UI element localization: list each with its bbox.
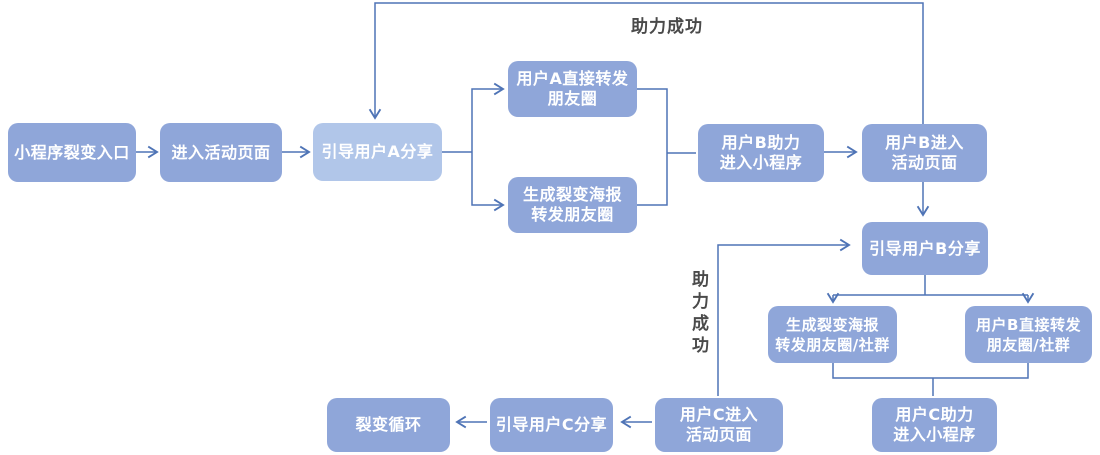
node-guide-c-share: 引导用户C分享 bbox=[490, 398, 613, 452]
edge-assist-success-mid bbox=[717, 238, 851, 396]
edge-b-branches-merge bbox=[832, 363, 1029, 379]
node-b-assist: 用户B助力 进入小程序 bbox=[698, 124, 824, 182]
edge-label-assist-success-mid: 助力成功 bbox=[688, 270, 708, 358]
node-b-direct-share: 用户B直接转发 朋友圈/社群 bbox=[965, 306, 1092, 363]
node-b-enter: 用户B进入 活动页面 bbox=[862, 124, 987, 182]
edge-branch-to-a-direct bbox=[471, 82, 505, 152]
node-guide-b-share: 引导用户B分享 bbox=[862, 222, 988, 275]
node-enter-activity-a: 进入活动页面 bbox=[160, 123, 282, 182]
edge-label-assist-success-top: 助力成功 bbox=[631, 17, 703, 37]
node-guide-a-share: 引导用户A分享 bbox=[313, 123, 442, 181]
node-a-poster-share: 生成裂变海报 转发朋友圈 bbox=[508, 177, 637, 233]
node-c-enter: 用户C进入 活动页面 bbox=[655, 398, 783, 452]
node-a-direct-share: 用户A直接转发 朋友圈 bbox=[508, 61, 637, 117]
node-b-poster-share: 生成裂变海报 转发朋友圈/社群 bbox=[768, 306, 897, 363]
edge-assist-success-top bbox=[368, 2, 924, 124]
node-loop: 裂变循环 bbox=[327, 398, 450, 452]
node-c-assist: 用户C助力 进入小程序 bbox=[872, 398, 997, 452]
edge-a-branches-merge bbox=[637, 88, 668, 206]
edge-branch-to-a-poster bbox=[471, 152, 505, 212]
node-entry: 小程序裂变入口 bbox=[8, 123, 136, 182]
